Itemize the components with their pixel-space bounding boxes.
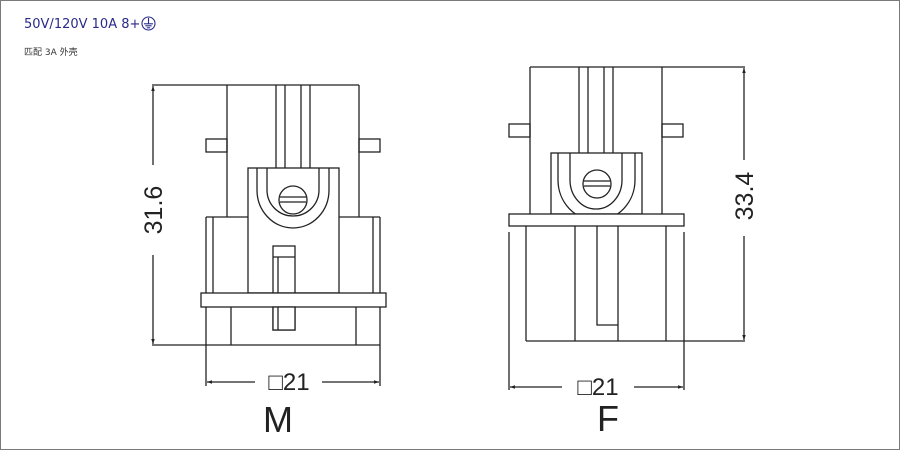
female-label: F [597, 398, 619, 439]
spec-title-text: 50V/120V 10A 8+ [24, 17, 141, 32]
male-height-label: 31.6 [140, 186, 168, 235]
male-width-label: □21 [268, 369, 309, 396]
female-connector-drawing [508, 66, 745, 390]
ground-icon [141, 16, 156, 35]
spec-title: 50V/120V 10A 8+ [24, 16, 156, 35]
male-label: M [263, 399, 293, 440]
male-connector-drawing [152, 84, 387, 346]
female-width-label: □21 [577, 374, 618, 401]
female-height-label: 33.4 [731, 172, 759, 221]
male-width-dimension [205, 345, 381, 386]
spec-subtitle: 匹配 3A 外壳 [24, 48, 78, 58]
